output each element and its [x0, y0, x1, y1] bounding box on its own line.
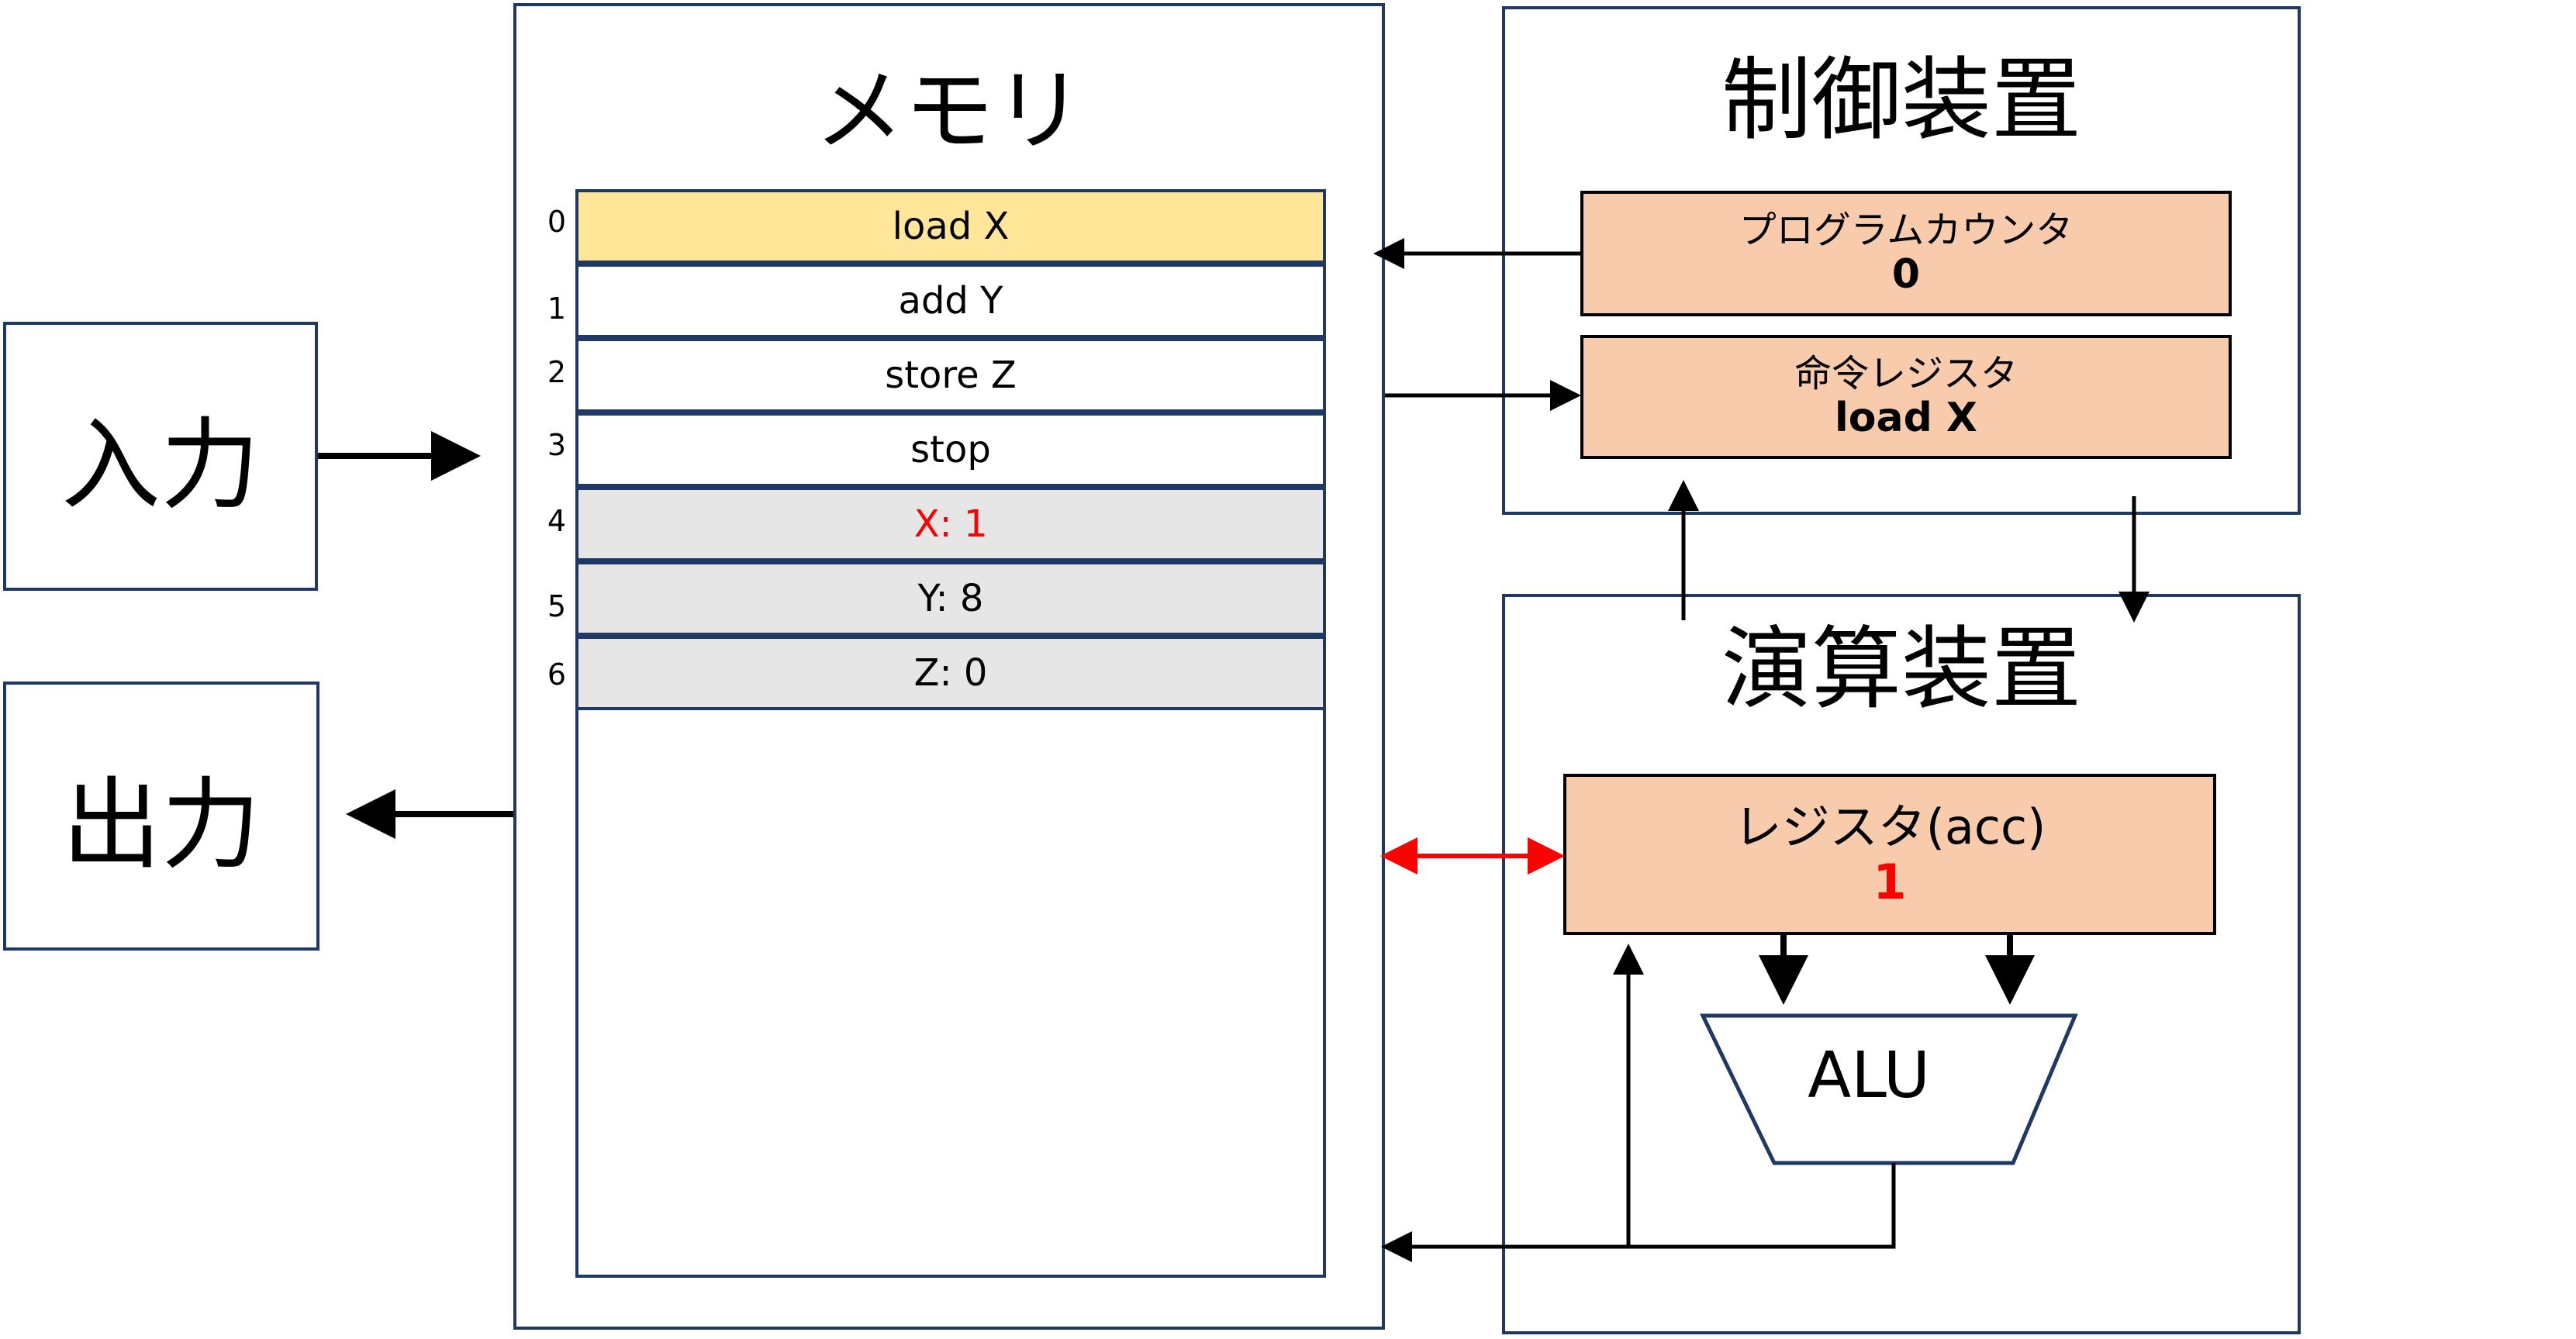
- memory-cell-content: Z: 0: [913, 651, 988, 695]
- arithmetic-unit-title: 演算装置: [1721, 617, 2081, 722]
- output-box: 出力: [3, 682, 319, 951]
- instruction-register: 命令レジスタ load X: [1580, 335, 2232, 459]
- memory-cell: store Z: [575, 338, 1326, 412]
- instruction-register-value: load X: [1834, 394, 1978, 441]
- memory-cell: X: 1: [575, 487, 1326, 561]
- memory-cell: Z: 0: [575, 636, 1326, 710]
- memory-cell-content: Y: 8: [917, 577, 984, 620]
- memory-address: 1: [547, 292, 567, 326]
- program-counter-value: 0: [1891, 250, 1921, 298]
- memory-cell: stop: [575, 412, 1326, 487]
- memory-address: 4: [547, 504, 567, 538]
- accumulator-value: 1: [1873, 854, 1907, 910]
- output-label: 出力: [61, 768, 261, 883]
- memory-address: 6: [547, 657, 567, 692]
- memory-address: 5: [547, 589, 567, 623]
- memory-cell-content: add Y: [898, 279, 1003, 323]
- program-counter-label: プログラムカウンタ: [1739, 208, 2074, 252]
- memory-cell: add Y: [575, 264, 1326, 338]
- memory-address: 0: [547, 205, 567, 239]
- memory-cell-content: X: 1: [913, 502, 988, 546]
- accumulator-label: レジスタ(acc): [1733, 798, 2046, 855]
- alu-label: ALU: [1808, 1039, 1930, 1113]
- control-unit-title: 制御装置: [1721, 48, 2081, 153]
- memory-title: メモリ: [814, 59, 1084, 164]
- memory-address: 3: [547, 428, 567, 462]
- memory-address: 2: [547, 355, 567, 389]
- memory-cell: Y: 8: [575, 561, 1326, 636]
- input-box: 入力: [3, 322, 318, 591]
- arithmetic-unit-box: 演算装置: [1502, 594, 2301, 1334]
- instruction-register-label: 命令レジスタ: [1794, 351, 2018, 395]
- accumulator-register: レジスタ(acc) 1: [1563, 774, 2216, 935]
- memory-cell-content: store Z: [885, 354, 1017, 397]
- program-counter: プログラムカウンタ 0: [1580, 191, 2232, 316]
- memory-cell: load X: [575, 189, 1326, 264]
- memory-cell-content: load X: [892, 205, 1010, 248]
- input-label: 入力: [60, 408, 260, 523]
- memory-cell-content: stop: [910, 428, 991, 471]
